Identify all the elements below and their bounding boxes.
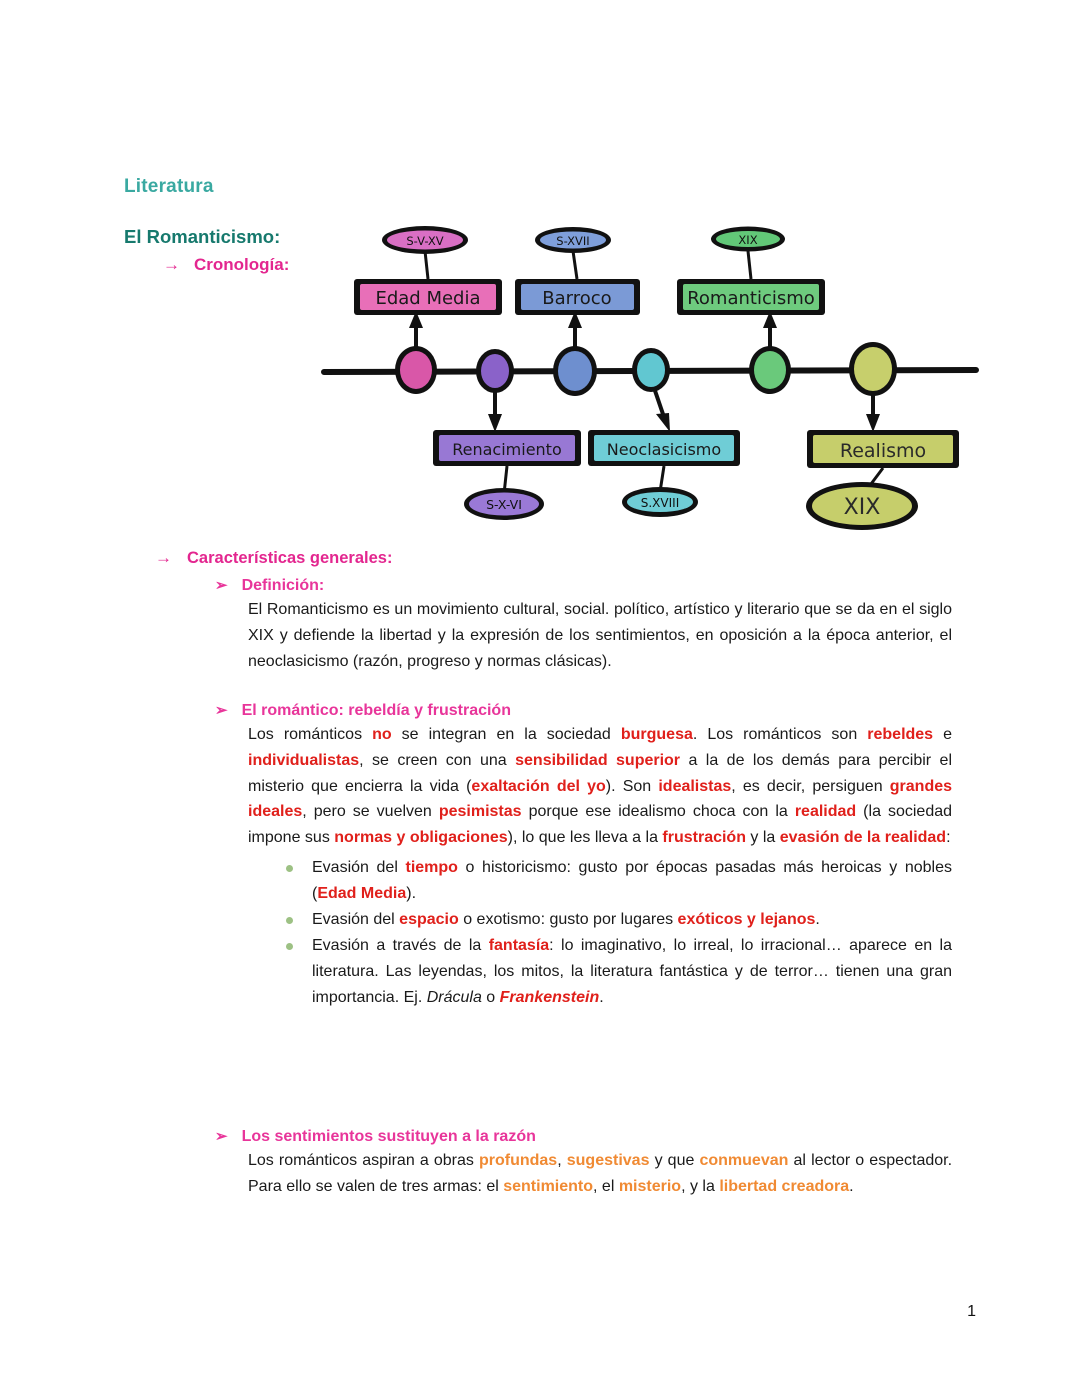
diagram-bubble-realismo: XIX [844, 495, 881, 520]
chevron-icon: ➢ [215, 577, 228, 594]
diagram-label-edad-media: Edad Media [375, 288, 480, 309]
diagram-bubble-edad-media: S-V-XV [406, 234, 443, 248]
heading-el-romanticismo: El Romanticismo: [124, 226, 281, 247]
diagram-node-edad-media: Edad Media S-V-XV [354, 226, 502, 315]
chronology-diagram: .hand { font-family: "DejaVu Sans", sans… [320, 218, 980, 538]
list-item: Evasión a través de la fantasía: lo imag… [278, 933, 952, 1011]
diagram-node-barroco: Barroco S-XVII [515, 227, 640, 315]
paragraph-los-sentimientos: Los románticos aspiran a obras profundas… [248, 1151, 953, 1195]
heading-los-sentimientos: ➢ Los sentimientos sustituyen a la razón [215, 1127, 1080, 1146]
diagram-bubble-neoclasicismo: S.XVIII [641, 496, 679, 510]
diagram-bubble-romanticismo: XIX [738, 233, 757, 247]
heading-caracteristicas-generales: → Características generales: [155, 548, 1080, 568]
diagram-label-barroco: Barroco [542, 288, 611, 309]
diagram-bubble-barroco: S-XVII [556, 234, 589, 248]
diagram-label-renacimiento: Renacimiento [452, 440, 562, 459]
heading-definicion-label: Definición: [241, 577, 325, 594]
diagram-node-neoclasicismo: Neoclasicismo S.XVIII [588, 430, 740, 517]
diagram-node-renacimiento: Renacimiento S-X-VI [433, 430, 581, 520]
diagram-bubble-renacimiento: S-X-VI [486, 497, 522, 512]
arrow-icon: → [163, 255, 180, 274]
heading-los-sentimientos-label: Los sentimientos sustituyen a la razón [241, 1127, 536, 1145]
heading-caracteristicas-label: Características generales: [187, 549, 393, 567]
page-number: 1 [967, 1303, 976, 1320]
list-item: Evasión del tiempo o historicismo: gusto… [278, 855, 952, 907]
paragraph-el-romantico: Los románticos no se integran en la soci… [248, 725, 953, 847]
paragraph-definicion: El Romanticismo es un movimiento cultura… [248, 601, 952, 670]
list-item: Evasión del espacio o exotismo: gusto po… [278, 907, 952, 933]
heading-el-romantico-label: El romántico: rebeldía y frustración [241, 701, 511, 719]
heading-cronologia-label: Cronología: [194, 255, 290, 274]
heading-cronologia: → Cronología: [163, 255, 289, 275]
chevron-icon: ➢ [215, 1127, 228, 1145]
diagram-label-realismo: Realismo [840, 440, 926, 462]
diagram-node-romanticismo: Romanticismo XIX [677, 226, 825, 315]
chevron-icon: ➢ [215, 701, 228, 719]
arrow-icon: → [155, 548, 172, 567]
chronology-diagram-svg: .hand { font-family: "DejaVu Sans", sans… [321, 226, 979, 530]
heading-el-romantico: ➢ El romántico: rebeldía y frustración [215, 701, 1080, 720]
list-evasion: Evasión del tiempo o historicismo: gusto… [278, 855, 952, 1010]
document-body: → Características generales: ➢ Definició… [0, 548, 1080, 1200]
diagram-label-romanticismo: Romanticismo [687, 288, 815, 309]
diagram-node-realismo: Realismo XIX [806, 430, 959, 530]
heading-definicion: ➢ Definición: [215, 576, 1080, 595]
diagram-label-neoclasicismo: Neoclasicismo [607, 440, 721, 459]
page-title-literatura: Literatura [124, 176, 214, 197]
